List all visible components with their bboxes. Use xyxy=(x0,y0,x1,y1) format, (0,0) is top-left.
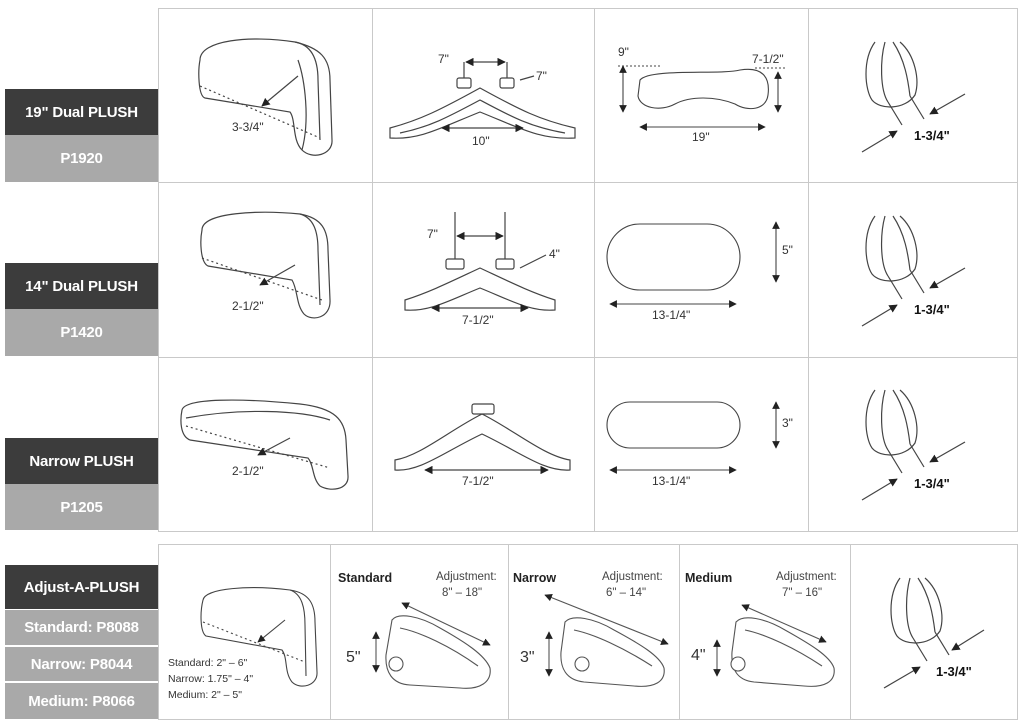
front-width-label: 19" xyxy=(692,130,710,144)
pad-front-view-14 xyxy=(606,221,780,308)
base-width-label: 10" xyxy=(472,134,490,148)
grid-cell xyxy=(808,357,1018,532)
pad-adjust-narrow xyxy=(544,593,669,687)
front-width-label: 13-1/4" xyxy=(652,308,690,322)
variant-title-narrow: Narrow xyxy=(513,571,556,585)
front-height-label: 5" xyxy=(782,243,793,257)
pad-thickness-view-14 xyxy=(861,215,966,327)
pad-top-view-19 xyxy=(389,57,576,139)
pad-thickness-view-adjust xyxy=(883,577,985,689)
variant-title-medium: Medium xyxy=(685,571,732,585)
pad-front-view-19 xyxy=(618,65,785,131)
variant-adj-label-standard: Adjustment: xyxy=(436,571,497,583)
side-depth-label: 2-1/2" xyxy=(232,299,264,313)
variant-adj-range-medium: 7" – 16" xyxy=(782,587,822,599)
thickness-label: 1-3/4" xyxy=(914,302,950,317)
grid-cell xyxy=(808,8,1018,183)
product-name-narrow: Narrow PLUSH xyxy=(5,438,158,484)
variant-height-narrow: 3" xyxy=(520,649,535,666)
variant-adj-range-standard: 8" – 18" xyxy=(442,587,482,599)
post-spacing-label: 7" xyxy=(438,52,449,66)
pad-adjust-standard xyxy=(372,602,491,689)
post-spacing-label: 7" xyxy=(427,227,438,241)
product-sku-adjust-standard: Standard: P8088 xyxy=(5,610,158,645)
product-sku-adjust-medium: Medium: P8066 xyxy=(5,683,158,719)
product-name-19-dual: 19" Dual PLUSH xyxy=(5,89,158,135)
product-name-adjust: Adjust-A-PLUSH xyxy=(5,565,158,609)
pad-side-view-19 xyxy=(198,38,333,156)
front-height-label: 3" xyxy=(782,416,793,430)
adjust-range-narrow: Narrow: 1.75" – 4" xyxy=(168,673,253,685)
variant-adj-label-narrow: Adjustment: xyxy=(602,571,663,583)
variant-height-standard: 5" xyxy=(346,649,361,666)
grid-cell xyxy=(808,182,1018,358)
pad-side-view-14 xyxy=(200,211,331,319)
variant-adj-label-medium: Adjustment: xyxy=(776,571,837,583)
adjust-range-medium: Medium: 2" – 5" xyxy=(168,689,242,701)
pad-adjust-medium xyxy=(713,604,835,687)
adjust-range-standard: Standard: 2" – 6" xyxy=(168,657,248,669)
bar-height-label: 4" xyxy=(549,247,560,261)
front-height-label: 9" xyxy=(618,45,629,59)
product-sku-19-dual: P1920 xyxy=(5,135,158,182)
thickness-label: 1-3/4" xyxy=(914,128,950,143)
pad-top-view-narrow xyxy=(394,403,571,475)
pad-side-view-narrow xyxy=(180,399,349,490)
pad-thickness-view-19 xyxy=(861,41,966,153)
base-width-label: 7-1/2" xyxy=(462,313,494,327)
variant-title-standard: Standard xyxy=(338,571,392,585)
pad-thickness-view-narrow xyxy=(861,389,966,501)
product-sku-adjust-narrow: Narrow: P8044 xyxy=(5,647,158,681)
pad-top-view-14 xyxy=(404,212,556,313)
product-sku-14-dual: P1420 xyxy=(5,309,158,356)
grid-cell xyxy=(850,544,1018,720)
product-sku-narrow: P1205 xyxy=(5,484,158,530)
side-depth-label: 2-1/2" xyxy=(232,464,264,478)
thickness-label: 1-3/4" xyxy=(936,664,972,679)
side-depth-label: 3-3/4" xyxy=(232,120,264,134)
front-height2-label: 7-1/2" xyxy=(752,52,784,66)
variant-height-medium: 4" xyxy=(691,647,706,664)
thickness-label: 1-3/4" xyxy=(914,476,950,491)
grid-cell xyxy=(372,357,595,532)
base-width-label: 7-1/2" xyxy=(462,474,494,488)
variant-adj-range-narrow: 6" – 14" xyxy=(606,587,646,599)
bar-height-label: 7" xyxy=(536,69,547,83)
pad-front-view-narrow xyxy=(606,401,780,474)
product-name-14-dual: 14" Dual PLUSH xyxy=(5,263,158,309)
front-width-label: 13-1/4" xyxy=(652,474,690,488)
pad-side-view-adjust xyxy=(200,587,318,687)
